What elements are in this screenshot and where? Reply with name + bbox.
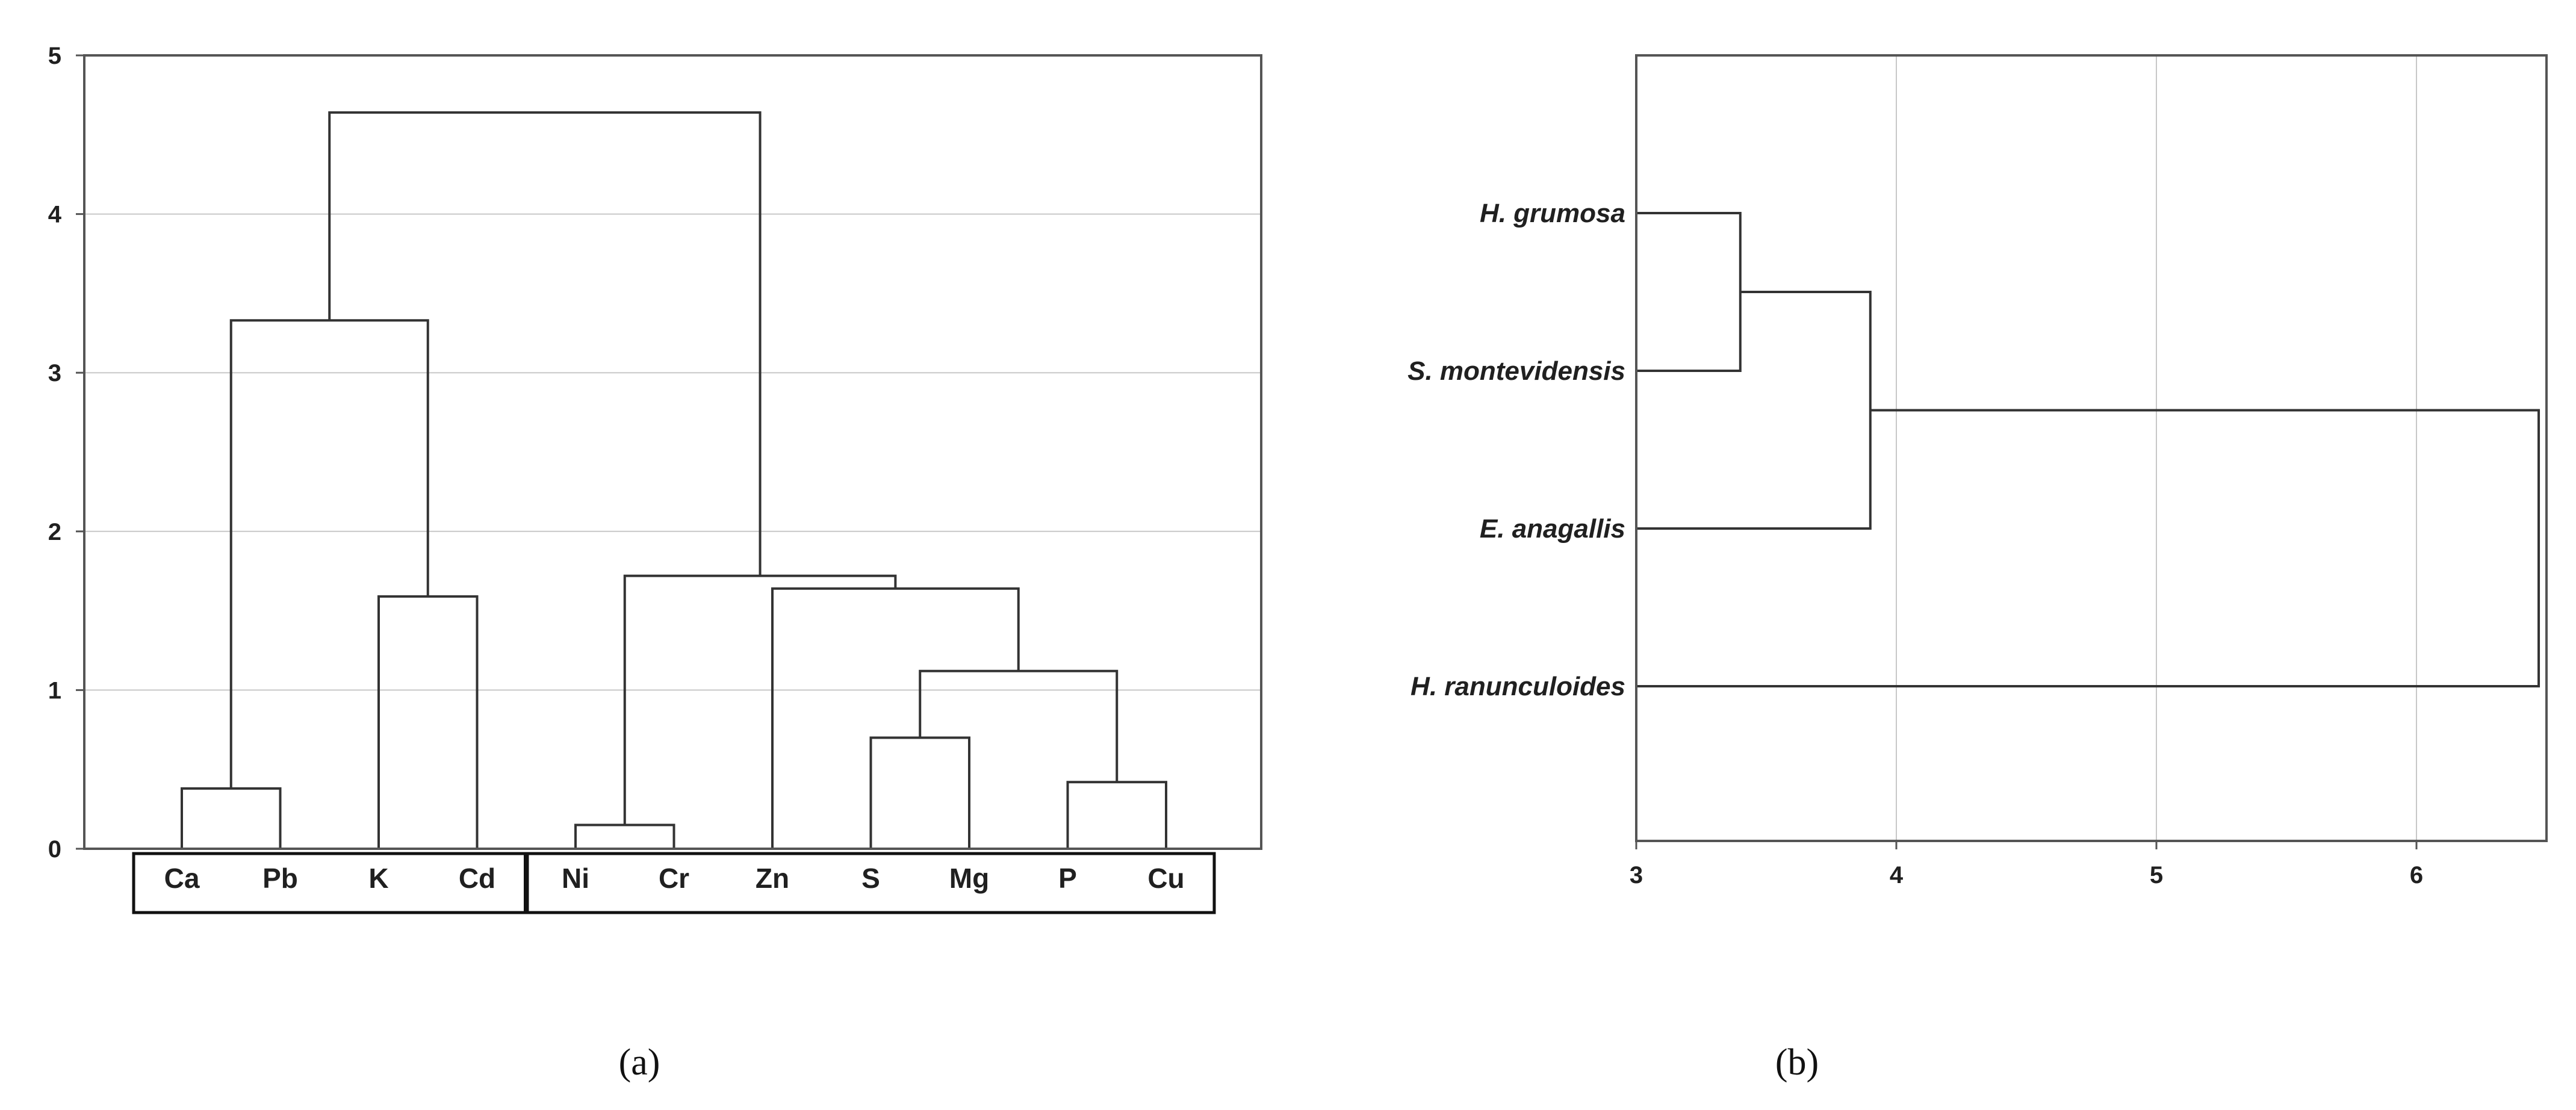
panel-a-leaf-label: Cr	[659, 863, 689, 894]
panel-b-merge-link	[1636, 212, 1742, 372]
panel-b-leaf-label: H. grumosa	[1480, 199, 1625, 228]
panel-a-leaf-label: Cu	[1147, 863, 1184, 894]
panel-a-leaf-label: Zn	[756, 863, 789, 894]
panel-a-leaf-label: Ca	[164, 863, 200, 894]
panel-a-merge-link	[377, 595, 479, 849]
panel-a-merge-link	[869, 736, 970, 849]
panel-b-label: (b)	[1775, 1042, 1819, 1083]
panel-a-leaf-group-box	[526, 852, 1216, 914]
panel-a-y-tick-label: 5	[48, 43, 61, 69]
panel-a-y-axis: 0 1 2 3 4 5	[48, 43, 84, 863]
panel-b-gridlines	[1896, 55, 2417, 841]
panel-a-merge-link	[623, 574, 897, 825]
panel-a-leaf-label: P	[1058, 863, 1077, 894]
panel-a-merge-link	[771, 587, 1020, 849]
panel-b-x-tick-label: 5	[2150, 862, 2163, 888]
panel-a-leaf-label: Mg	[949, 863, 989, 894]
panel-a-y-tick-label: 0	[48, 836, 61, 863]
panel-a-leaf-group-boxes	[132, 852, 1216, 914]
panel-a-leaf-label: Cd	[459, 863, 495, 894]
panel-a-y-tick-label: 2	[48, 519, 61, 545]
panel-a-leaf-label: K	[368, 863, 388, 894]
panel-a-label: (a)	[619, 1042, 660, 1083]
panel-b-links	[1636, 212, 2540, 687]
panel-a-y-tick-label: 3	[48, 360, 61, 386]
panel-a-leaf-label: Ni	[562, 863, 589, 894]
panel-b-x-tick-label: 6	[2410, 862, 2423, 888]
panel-a-merge-link	[574, 823, 675, 849]
panel-a-merge-link	[181, 787, 282, 849]
panel-a-merge-link	[1066, 781, 1167, 849]
dendrogram-panel-b: 3 4 5 6 H. grumosa S. montevidensis E. anagal…	[1407, 54, 2548, 1083]
panel-b-x-axis: 3 4 5 6	[1630, 841, 2423, 888]
panel-b-x-tick-label: 3	[1630, 862, 1643, 888]
panel-b-plot-frame	[1635, 54, 2548, 842]
panel-b-merge-link	[1636, 291, 1872, 530]
panel-a-merge-link	[229, 319, 429, 789]
panel-a-plot-frame	[83, 54, 1262, 850]
panel-a-links	[181, 111, 1167, 849]
panel-b-merge-link	[1636, 409, 2540, 687]
panel-a-y-tick-label: 4	[48, 202, 62, 228]
panel-b-x-tick-label: 4	[1890, 862, 1904, 888]
panel-a-leaf-label: S	[861, 863, 880, 894]
panel-a-y-tick-label: 1	[48, 677, 61, 704]
panel-b-leaf-label: E. anagallis	[1480, 514, 1625, 544]
panel-b-leaf-label: H. ranunculoides	[1411, 672, 1625, 701]
panel-a-gridlines	[84, 213, 1261, 691]
panel-a-leaf-group-box	[132, 852, 527, 914]
panel-a-leaf-label: Pb	[262, 863, 298, 894]
panel-b-leaf-labels: H. grumosa S. montevidensis E. anagallisH.…	[1407, 199, 1625, 701]
panel-a-merge-link	[919, 669, 1119, 783]
panel-a-merge-link	[328, 111, 762, 576]
panel-a-leaf-labels: Ca Pb K Cd Ni Cr Zn S Mg P Cu	[164, 863, 1185, 894]
dendrogram-panel-a: 0 1 2 3 4 5 Ca Pb K Cd Ni Cr Zn S Mg P Cu (a)	[48, 43, 1262, 1083]
panel-b-leaf-label: S. montevidensis	[1407, 356, 1625, 386]
